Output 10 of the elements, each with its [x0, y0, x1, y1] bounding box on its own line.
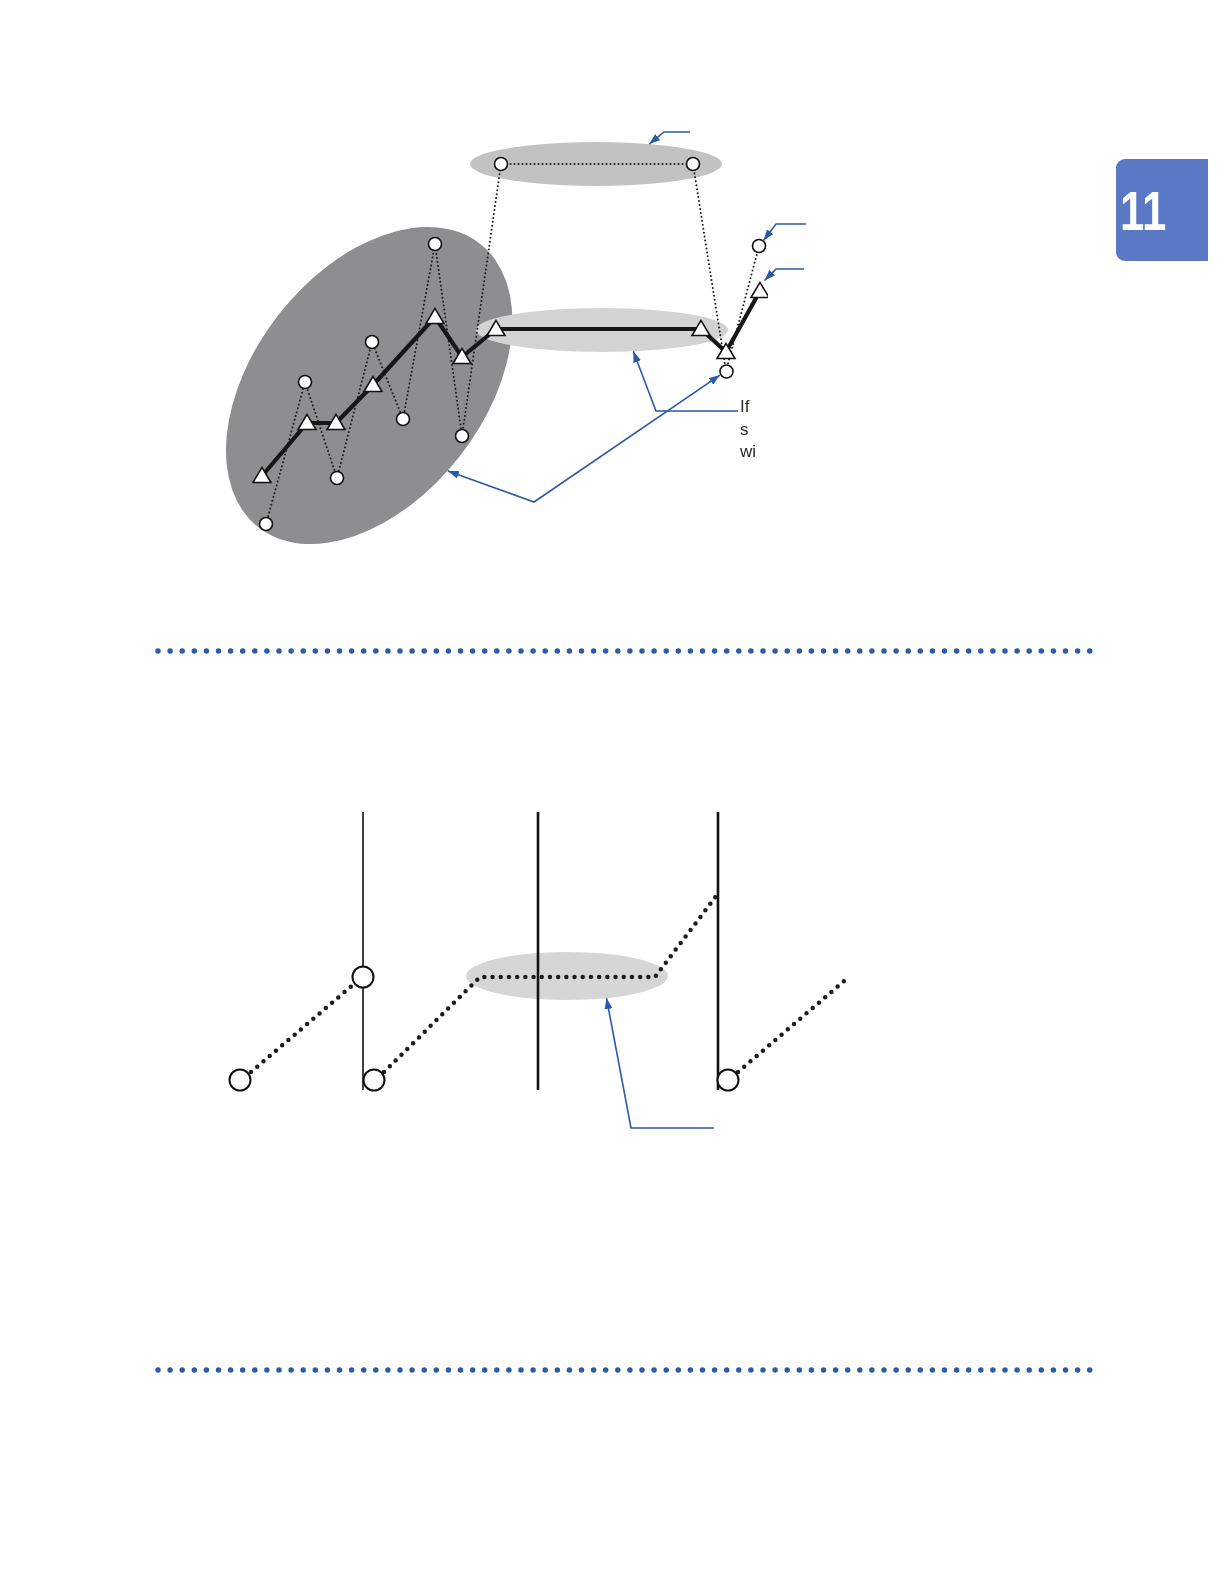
circle-marker-icon	[718, 363, 734, 379]
leader-line	[632, 350, 739, 412]
shaded-ellipse	[470, 142, 722, 186]
chapter-tab	[1116, 159, 1208, 261]
shaded-ellipse	[476, 308, 728, 352]
shaded-ellipse	[225, 227, 513, 545]
leader-line	[447, 374, 721, 503]
chapter-number: 11	[1120, 183, 1167, 239]
callout-text: If s wi	[740, 396, 757, 463]
leader-line	[648, 131, 691, 145]
